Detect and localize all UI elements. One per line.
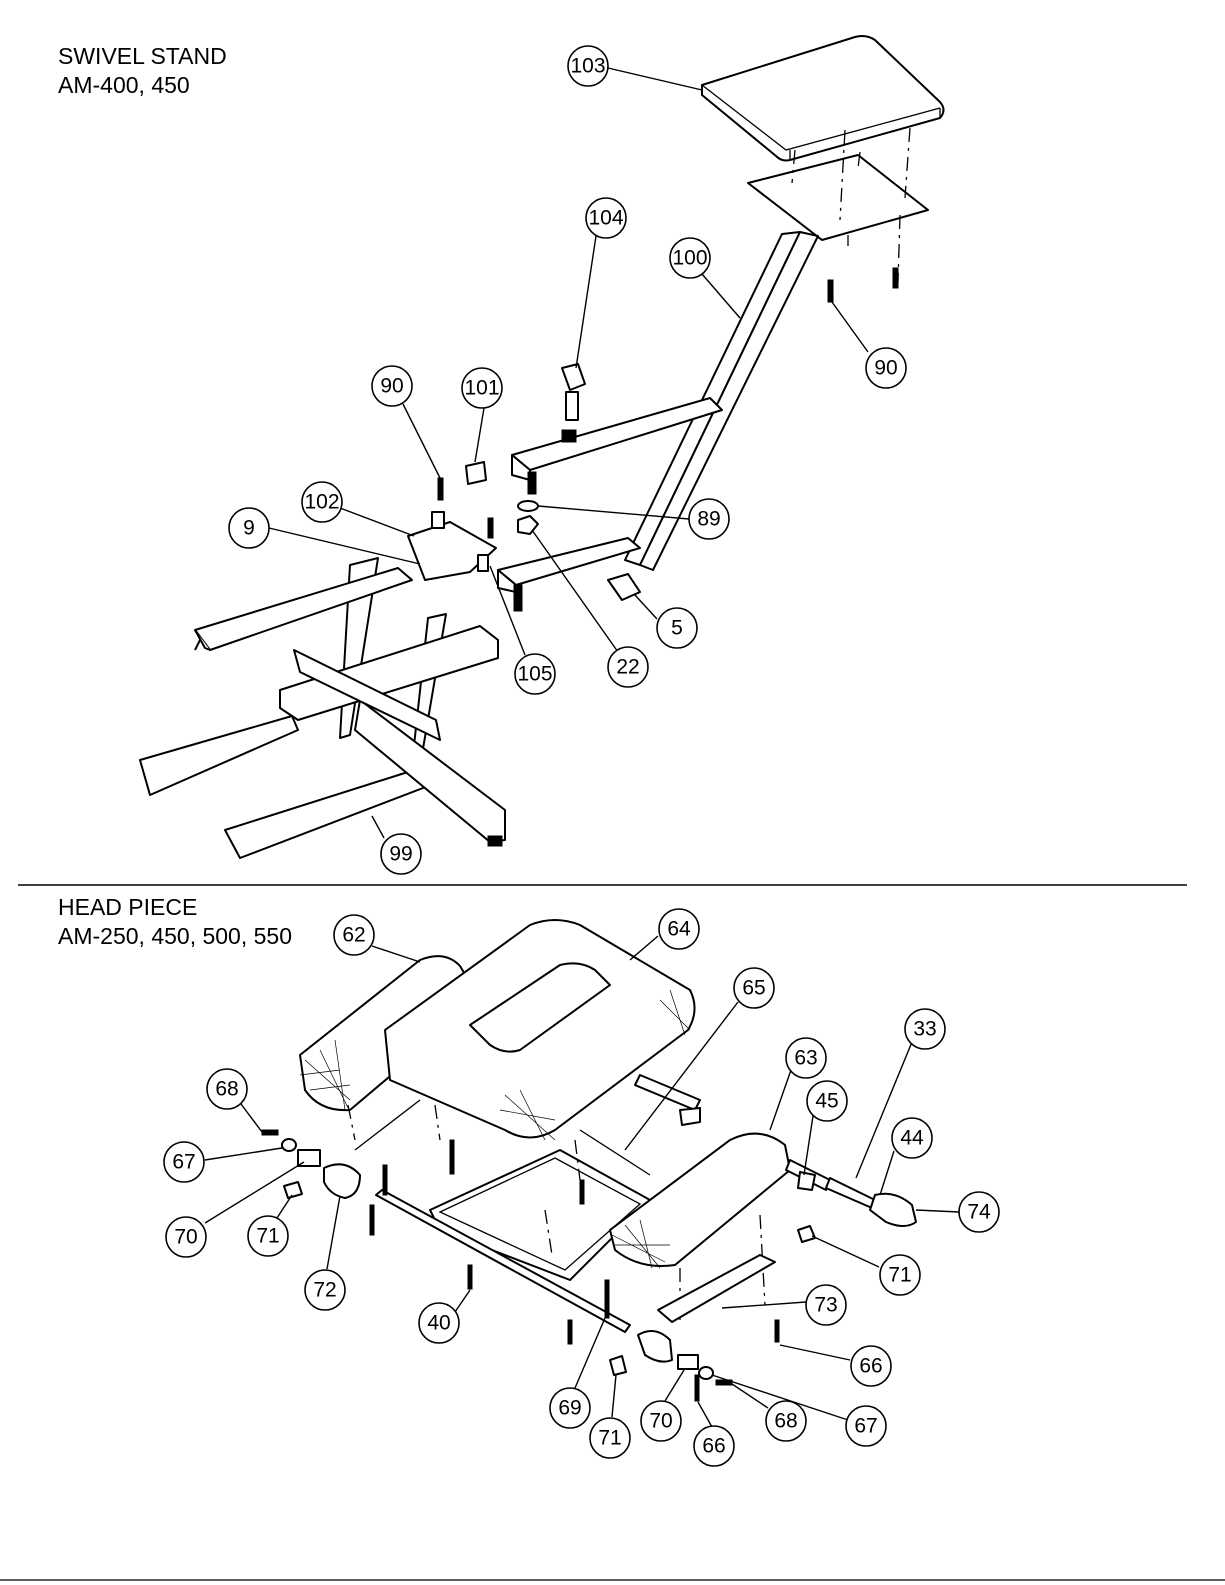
callout-label: 74 xyxy=(967,1201,991,1224)
callout-71: 71 xyxy=(880,1255,920,1295)
callout-68: 68 xyxy=(207,1069,247,1109)
callout-65: 65 xyxy=(734,968,774,1008)
callout-label: 68 xyxy=(215,1078,238,1101)
callout-70: 70 xyxy=(641,1401,681,1441)
callout-89: 89 xyxy=(689,499,729,539)
callout-label: 40 xyxy=(427,1312,450,1335)
callout-label: 62 xyxy=(342,924,365,947)
callout-99: 99 xyxy=(381,834,421,874)
base-frame xyxy=(140,558,505,858)
callout-label: 33 xyxy=(913,1018,936,1041)
callout-label: 89 xyxy=(697,508,720,531)
callout-103: 103 xyxy=(568,46,608,86)
callout-90: 90 xyxy=(866,348,906,388)
bracket-block xyxy=(798,1226,815,1242)
end-cap xyxy=(466,462,486,484)
callout-label: 65 xyxy=(742,977,765,1000)
callout-label: 104 xyxy=(588,207,623,230)
swivel-stand-drawing xyxy=(140,36,944,858)
callout-66: 66 xyxy=(694,1426,734,1466)
mounting-plate xyxy=(748,155,928,240)
callout-label: 69 xyxy=(558,1397,581,1420)
callout-label: 100 xyxy=(672,247,707,270)
callout-label: 9 xyxy=(243,517,255,540)
callout-63: 63 xyxy=(786,1038,826,1078)
callout-68: 68 xyxy=(766,1401,806,1441)
callout-label: 71 xyxy=(256,1225,279,1248)
callout-101: 101 xyxy=(462,368,502,408)
callout-label: 105 xyxy=(517,663,552,686)
callout-72: 72 xyxy=(305,1270,345,1310)
callout-label: 66 xyxy=(859,1355,882,1378)
callout-105: 105 xyxy=(515,654,555,694)
callout-5: 5 xyxy=(657,608,697,648)
callout-66: 66 xyxy=(851,1346,891,1386)
callout-label: 5 xyxy=(671,617,683,640)
callout-label: 70 xyxy=(174,1226,197,1249)
callout-label: 44 xyxy=(900,1127,924,1150)
callout-71: 71 xyxy=(248,1216,288,1256)
callout-45: 45 xyxy=(807,1081,847,1121)
callout-label: 102 xyxy=(304,491,339,514)
callout-70: 70 xyxy=(166,1217,206,1257)
callout-104: 104 xyxy=(586,198,626,238)
callout-40: 40 xyxy=(419,1303,459,1343)
callout-label: 90 xyxy=(380,375,403,398)
callout-label: 22 xyxy=(616,656,639,679)
callout-label: 90 xyxy=(874,357,897,380)
callout-9: 9 xyxy=(229,508,269,548)
callout-33: 33 xyxy=(905,1009,945,1049)
swivel-arm xyxy=(498,232,818,611)
callout-label: 72 xyxy=(313,1279,336,1302)
callout-90: 90 xyxy=(372,366,412,406)
callout-73: 73 xyxy=(806,1285,846,1325)
callout-44: 44 xyxy=(892,1118,932,1158)
callout-label: 71 xyxy=(888,1264,911,1287)
callout-label: 101 xyxy=(464,377,499,400)
callout-label: 73 xyxy=(814,1294,837,1317)
adjustment-knob xyxy=(562,364,585,442)
face-cushion xyxy=(385,920,695,1140)
callout-74: 74 xyxy=(959,1192,999,1232)
callout-100: 100 xyxy=(670,238,710,278)
callout-label: 70 xyxy=(649,1410,672,1433)
top-pad xyxy=(702,36,944,161)
callout-102: 102 xyxy=(302,482,342,522)
callout-label: 45 xyxy=(815,1090,838,1113)
callout-label: 103 xyxy=(570,55,605,78)
callout-label: 67 xyxy=(854,1415,877,1438)
callout-label: 66 xyxy=(702,1435,725,1458)
callout-label: 99 xyxy=(389,843,412,866)
callout-71: 71 xyxy=(590,1418,630,1458)
callout-label: 64 xyxy=(667,918,691,941)
head-piece-drawing xyxy=(262,920,916,1401)
callout-67: 67 xyxy=(164,1142,204,1182)
callout-67: 67 xyxy=(846,1406,886,1446)
callout-22: 22 xyxy=(608,647,648,687)
callout-69: 69 xyxy=(550,1388,590,1428)
callout-label: 68 xyxy=(774,1410,797,1433)
callout-label: 63 xyxy=(794,1047,817,1070)
callout-64: 64 xyxy=(659,909,699,949)
callout-label: 67 xyxy=(172,1151,195,1174)
callout-62: 62 xyxy=(334,915,374,955)
callout-label: 71 xyxy=(598,1427,621,1450)
